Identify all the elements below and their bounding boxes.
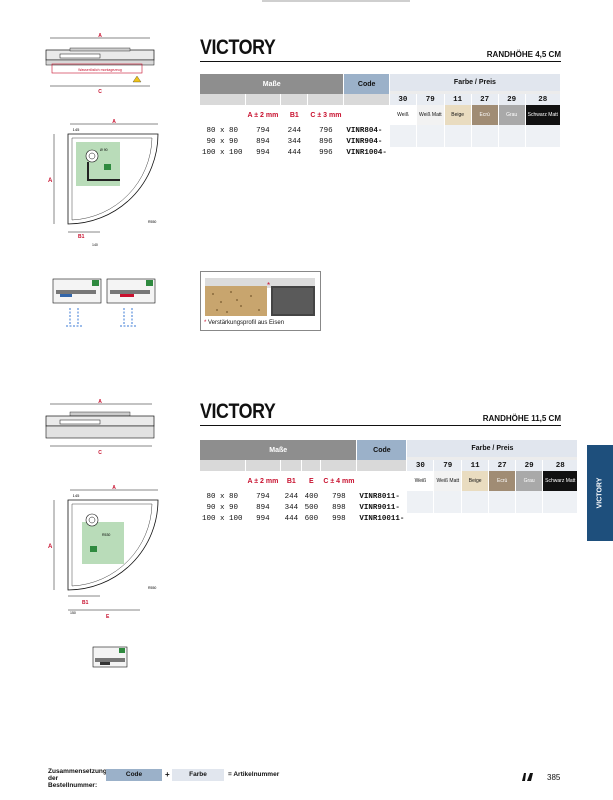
- color-name: Ecrù: [471, 105, 498, 125]
- color-num: 27: [471, 94, 498, 105]
- svg-text:*: *: [267, 281, 270, 290]
- code-header: Code: [344, 74, 389, 94]
- masse-header: Maße: [200, 74, 344, 94]
- svg-text:145: 145: [73, 127, 80, 132]
- color-num: 30: [407, 460, 434, 471]
- color-name: Schwarz Matt: [543, 471, 578, 491]
- section2-plan-drawing: A 145 R530 A B1 150 E R550: [48, 485, 159, 620]
- table-row: 80 x 80 794 244 796 VINR804-: [200, 125, 560, 136]
- color-num: 28: [525, 94, 560, 105]
- page-number: 385: [547, 773, 561, 782]
- table-row: 100 x 100 994 444 996 VINR1004-: [200, 147, 560, 158]
- footer-equals: = Artikelnummer: [228, 771, 280, 778]
- dim-header: C ± 3 mm: [310, 111, 342, 119]
- section1-rule: [200, 61, 561, 62]
- svg-text:Ø 90: Ø 90: [100, 148, 108, 152]
- color-num: 11: [444, 94, 471, 105]
- svg-text:A: A: [48, 178, 53, 184]
- masse-header: Maße: [200, 440, 357, 460]
- svg-text:A: A: [112, 119, 116, 125]
- dim-header: B1: [289, 111, 299, 119]
- footer-plus: +: [165, 770, 170, 779]
- svg-text:140: 140: [92, 243, 98, 247]
- footer-code-pill: Code: [106, 769, 162, 781]
- profile-caption: * Verstärkungsprofil aus Eisen: [204, 320, 285, 326]
- dim-header: B1: [286, 477, 296, 485]
- svg-text:C: C: [98, 450, 102, 456]
- footer-label: Zusammensetzung der Bestellnummer:: [48, 768, 107, 789]
- dim-header: A ± 2 mm: [247, 477, 279, 485]
- table-row: 100 x 100 994 444 600 998 VINR10011-: [200, 513, 578, 524]
- section1-title: VICTORY: [200, 36, 276, 59]
- table-row: 90 x 90 894 344 500 898 VINR9011-: [200, 502, 578, 513]
- footer-farbe-pill: Farbe: [172, 769, 224, 781]
- dim-header: E: [309, 477, 314, 485]
- section1-side-profile: A Wasserlöslich montagezeug C: [45, 33, 155, 95]
- side-tab: VICTORY: [587, 445, 613, 541]
- color-name: Grau: [516, 471, 543, 491]
- color-name: Grau: [498, 105, 525, 125]
- svg-text:A: A: [98, 399, 102, 405]
- section1-table: Maße Code Farbe / Preis 30 79 11 27 29 2…: [199, 74, 561, 158]
- svg-text:R550: R550: [148, 220, 156, 224]
- color-name: Beige: [444, 105, 471, 125]
- profile-image-box: * * Verstärkungsprofil aus Eisen: [200, 271, 321, 331]
- section2-rim-height: RANDHÖHE 11,5 CM: [482, 414, 561, 423]
- farbe-header: Farbe / Preis: [407, 440, 578, 457]
- brand-logo-icon: [522, 773, 533, 781]
- color-num: 79: [416, 94, 444, 105]
- dim-header: A ± 2 mm: [247, 111, 279, 119]
- color-name: Beige: [462, 471, 489, 491]
- color-name: Schwarz Matt: [525, 105, 560, 125]
- svg-text:E: E: [106, 614, 110, 620]
- dim-label-a: A: [98, 33, 102, 39]
- color-name: Ecrù: [489, 471, 516, 491]
- svg-text:B1: B1: [78, 234, 85, 240]
- color-num: 11: [462, 460, 489, 471]
- install-detail-2: [106, 278, 156, 327]
- section2-title: VICTORY: [200, 400, 276, 423]
- svg-text:A: A: [112, 485, 116, 491]
- top-divider: [262, 0, 410, 2]
- color-num: 30: [389, 94, 416, 105]
- section2-side-profile: A C: [45, 399, 155, 456]
- table-row: 90 x 90 894 344 896 VINR904-: [200, 136, 560, 147]
- dim-header: C ± 4 mm: [323, 477, 355, 485]
- table-row: 80 x 80 794 244 400 798 VINR8011-: [200, 491, 578, 502]
- color-num: 29: [498, 94, 525, 105]
- section1-plan-drawing: A 145 Ø 90 A B1 140 R550: [48, 119, 159, 247]
- color-name: Weiß: [407, 471, 434, 491]
- install-detail-1: [52, 278, 102, 327]
- color-name: Weiß: [389, 105, 416, 125]
- dim-label-c: C: [98, 89, 102, 95]
- color-name: Weiß Matt: [434, 471, 462, 491]
- reinforcement-profile-image: *: [205, 278, 315, 316]
- color-num: 29: [516, 460, 543, 471]
- install-detail-3: [92, 646, 128, 668]
- section1-rim-height: RANDHÖHE 4,5 CM: [486, 50, 561, 59]
- color-num: 27: [489, 460, 516, 471]
- section2-table: Maße Code Farbe / Preis 30 79 11 27 29 2…: [199, 440, 578, 524]
- code-header: Code: [357, 440, 407, 460]
- svg-text:A: A: [48, 544, 53, 550]
- svg-text:B1: B1: [82, 600, 89, 606]
- warning-label: Wasserlöslich montagezeug: [78, 68, 122, 72]
- farbe-header: Farbe / Preis: [389, 74, 560, 91]
- color-name: Weiß Matt: [416, 105, 444, 125]
- svg-text:150: 150: [70, 611, 76, 615]
- svg-text:145: 145: [73, 493, 80, 498]
- color-num: 79: [434, 460, 462, 471]
- section2-rule: [200, 425, 561, 426]
- svg-text:R550: R550: [148, 586, 156, 590]
- svg-text:R530: R530: [102, 533, 110, 537]
- color-num: 28: [543, 460, 578, 471]
